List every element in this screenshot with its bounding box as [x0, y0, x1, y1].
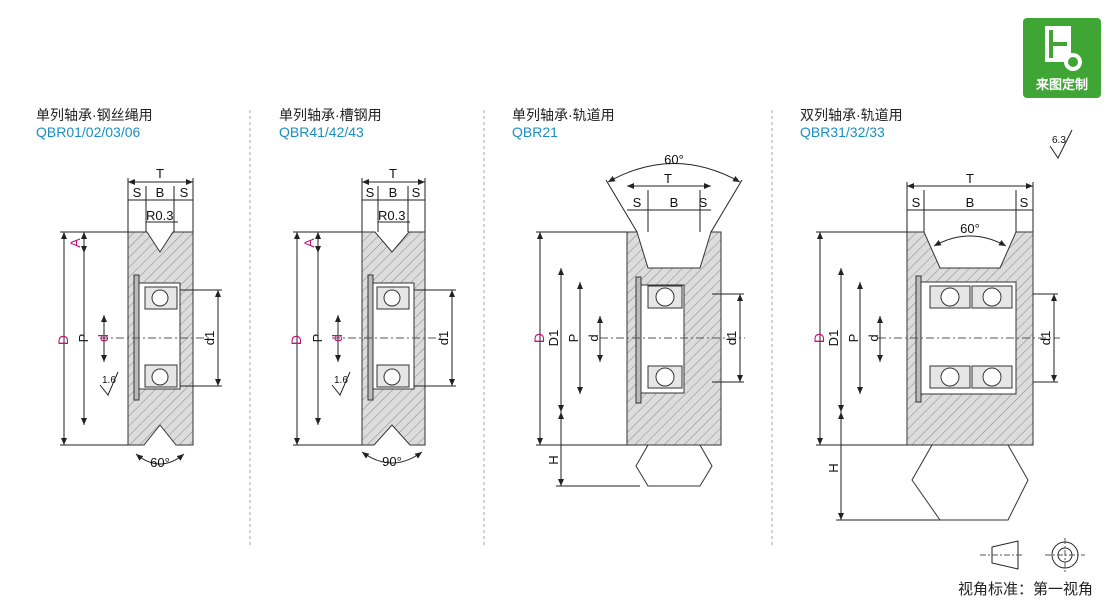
dim-P: P — [310, 334, 325, 343]
drawing-icon — [1045, 26, 1082, 71]
dim-S-left: S — [633, 195, 642, 210]
drawing-section-3: 60° T S B S D D1 P d H d1 — [531, 152, 745, 487]
dim-d1: d1 — [436, 331, 451, 345]
dim-B: B — [156, 185, 165, 200]
column-dividers — [249, 110, 773, 545]
dim-d1: d1 — [1038, 331, 1053, 345]
drawing-section-2: T S B S R0.3 D A P d 1.6 d1 90° — [288, 166, 456, 469]
dim-S-left: S — [912, 195, 921, 210]
projection-standard-note: 视角标准：第一视角 — [958, 581, 1094, 598]
dim-D: D — [531, 333, 547, 343]
section-1-model: QBR01/02/03/06 — [36, 124, 141, 140]
dim-H: H — [546, 455, 561, 464]
radius-label: R0.3 — [146, 208, 173, 223]
section-4-model: QBR31/32/33 — [800, 124, 885, 140]
dim-D1: D1 — [546, 330, 561, 347]
dim-D1: D1 — [826, 330, 841, 347]
roughness-2: 1.6 — [334, 375, 348, 386]
dim-S-right: S — [412, 185, 421, 200]
section-2-title: 单列轴承·槽钢用 — [279, 107, 382, 123]
dim-d: d — [95, 334, 111, 342]
drawing-section-1: T S B S R0.3 D A P d 1.6 d1 60° — [55, 166, 222, 470]
section-1-title: 单列轴承·钢丝绳用 — [36, 107, 153, 123]
dim-P: P — [76, 334, 91, 343]
roughness-top-value: 6.3 — [1052, 135, 1066, 146]
section-3-model: QBR21 — [512, 124, 558, 140]
dim-S-left: S — [366, 185, 375, 200]
dim-T: T — [389, 166, 397, 181]
dim-A: A — [67, 238, 83, 248]
dim-T: T — [156, 166, 164, 181]
angle-label: 90° — [382, 454, 402, 469]
dim-B: B — [670, 195, 679, 210]
roughness-1: 1.6 — [102, 375, 116, 386]
dim-P: P — [846, 334, 861, 343]
dim-D: D — [811, 333, 827, 343]
roughness-symbol: 6.3 — [1049, 129, 1073, 159]
dim-d: d — [586, 334, 601, 341]
dim-B: B — [389, 185, 398, 200]
dim-D: D — [288, 335, 304, 345]
angle-label: 60° — [960, 221, 980, 236]
custom-drawing-badge[interactable]: 来图定制 — [1023, 18, 1101, 98]
dim-T: T — [664, 171, 672, 186]
dim-d1: d1 — [202, 331, 217, 345]
dim-d1: d1 — [724, 331, 739, 345]
dim-S-right: S — [1020, 195, 1029, 210]
dim-S-right: S — [180, 185, 189, 200]
dim-H: H — [826, 463, 841, 472]
dim-A: A — [301, 238, 317, 248]
radius-label: R0.3 — [378, 208, 405, 223]
dim-B: B — [966, 195, 975, 210]
section-2-model: QBR41/42/43 — [279, 124, 364, 140]
dim-P: P — [566, 334, 581, 343]
angle-label: 60° — [664, 152, 684, 167]
section-4-title: 双列轴承·轨道用 — [800, 107, 903, 123]
badge-label: 来图定制 — [1035, 78, 1088, 93]
dim-S-left: S — [133, 185, 142, 200]
drawing-section-4: T S B S 60° D D1 P d H d1 — [811, 171, 1060, 521]
dim-S-right: S — [699, 195, 708, 210]
first-angle-projection-icon — [980, 538, 1085, 572]
dim-T: T — [966, 171, 974, 186]
angle-label: 60° — [150, 455, 170, 470]
dim-D: D — [55, 335, 71, 345]
dim-d: d — [329, 334, 345, 342]
dim-d: d — [866, 334, 881, 341]
section-3-title: 单列轴承·轨道用 — [512, 107, 615, 123]
